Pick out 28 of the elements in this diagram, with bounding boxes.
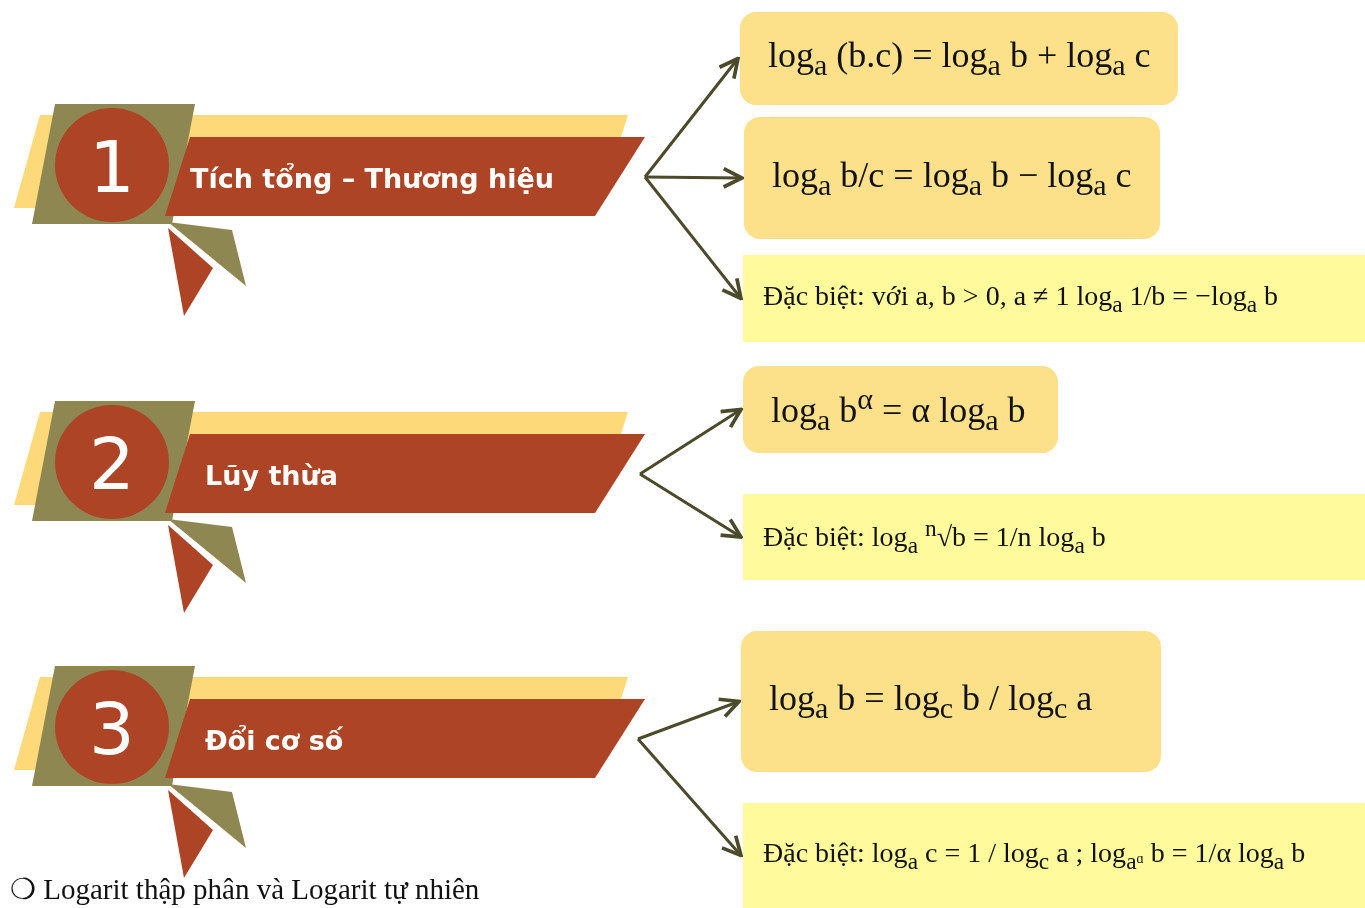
arrow — [639, 472, 743, 539]
formula-box — [741, 631, 1161, 772]
formula-box — [744, 117, 1160, 239]
arrow — [636, 738, 743, 858]
arrow — [637, 697, 741, 741]
step-number: 3 — [89, 693, 135, 765]
step-number: 2 — [89, 428, 135, 500]
formula-text: log$_{a}$ (b.c) = log$_{a}$ b + log$_{a}$ c — [768, 34, 1151, 83]
special-case-box — [743, 255, 1365, 342]
banner-title: Tích tổng – Thương hiệu — [190, 162, 554, 194]
formula-text: log$_{a}$ b$^{α}$ = α log$_{a}$ b — [771, 381, 1026, 438]
formula-text: log$_{a}$ b/c = log$_{a}$ b − log$_{a}$ c — [772, 153, 1132, 203]
banner-title: Lũy thừa — [205, 459, 338, 491]
formula-box — [740, 12, 1178, 105]
section-heading: ❍ Logarit thập phân và Logarit tự nhiên — [10, 872, 480, 906]
formula-text: Đặc biệt: với a, b > 0, a ≠ 1 log$_{a}$ 1/b = −log$_{a}$ b — [763, 279, 1279, 318]
formula-text: Đặc biệt: log$_{a}$ $^{n}$√b = 1/n log$_{a}$ b — [763, 515, 1106, 559]
step-number: 1 — [89, 131, 135, 203]
formula-text: Đặc biệt: log$_{a}$ c = 1 / log$_{c}$ a ; log$_{aᵅ}$ b = 1/α log$_{a}$ b — [763, 836, 1306, 875]
formula-text: log$_{a}$ b = log$_{c}$ b / log$_{c}$ a — [769, 677, 1093, 726]
banner-title: Đổi cơ số — [205, 724, 344, 756]
special-case-box — [743, 494, 1365, 580]
arrow — [639, 407, 743, 476]
special-case-box — [743, 803, 1365, 908]
arrow — [643, 176, 743, 301]
arrow — [645, 166, 744, 189]
formula-box — [743, 366, 1058, 453]
arrow — [643, 56, 740, 178]
